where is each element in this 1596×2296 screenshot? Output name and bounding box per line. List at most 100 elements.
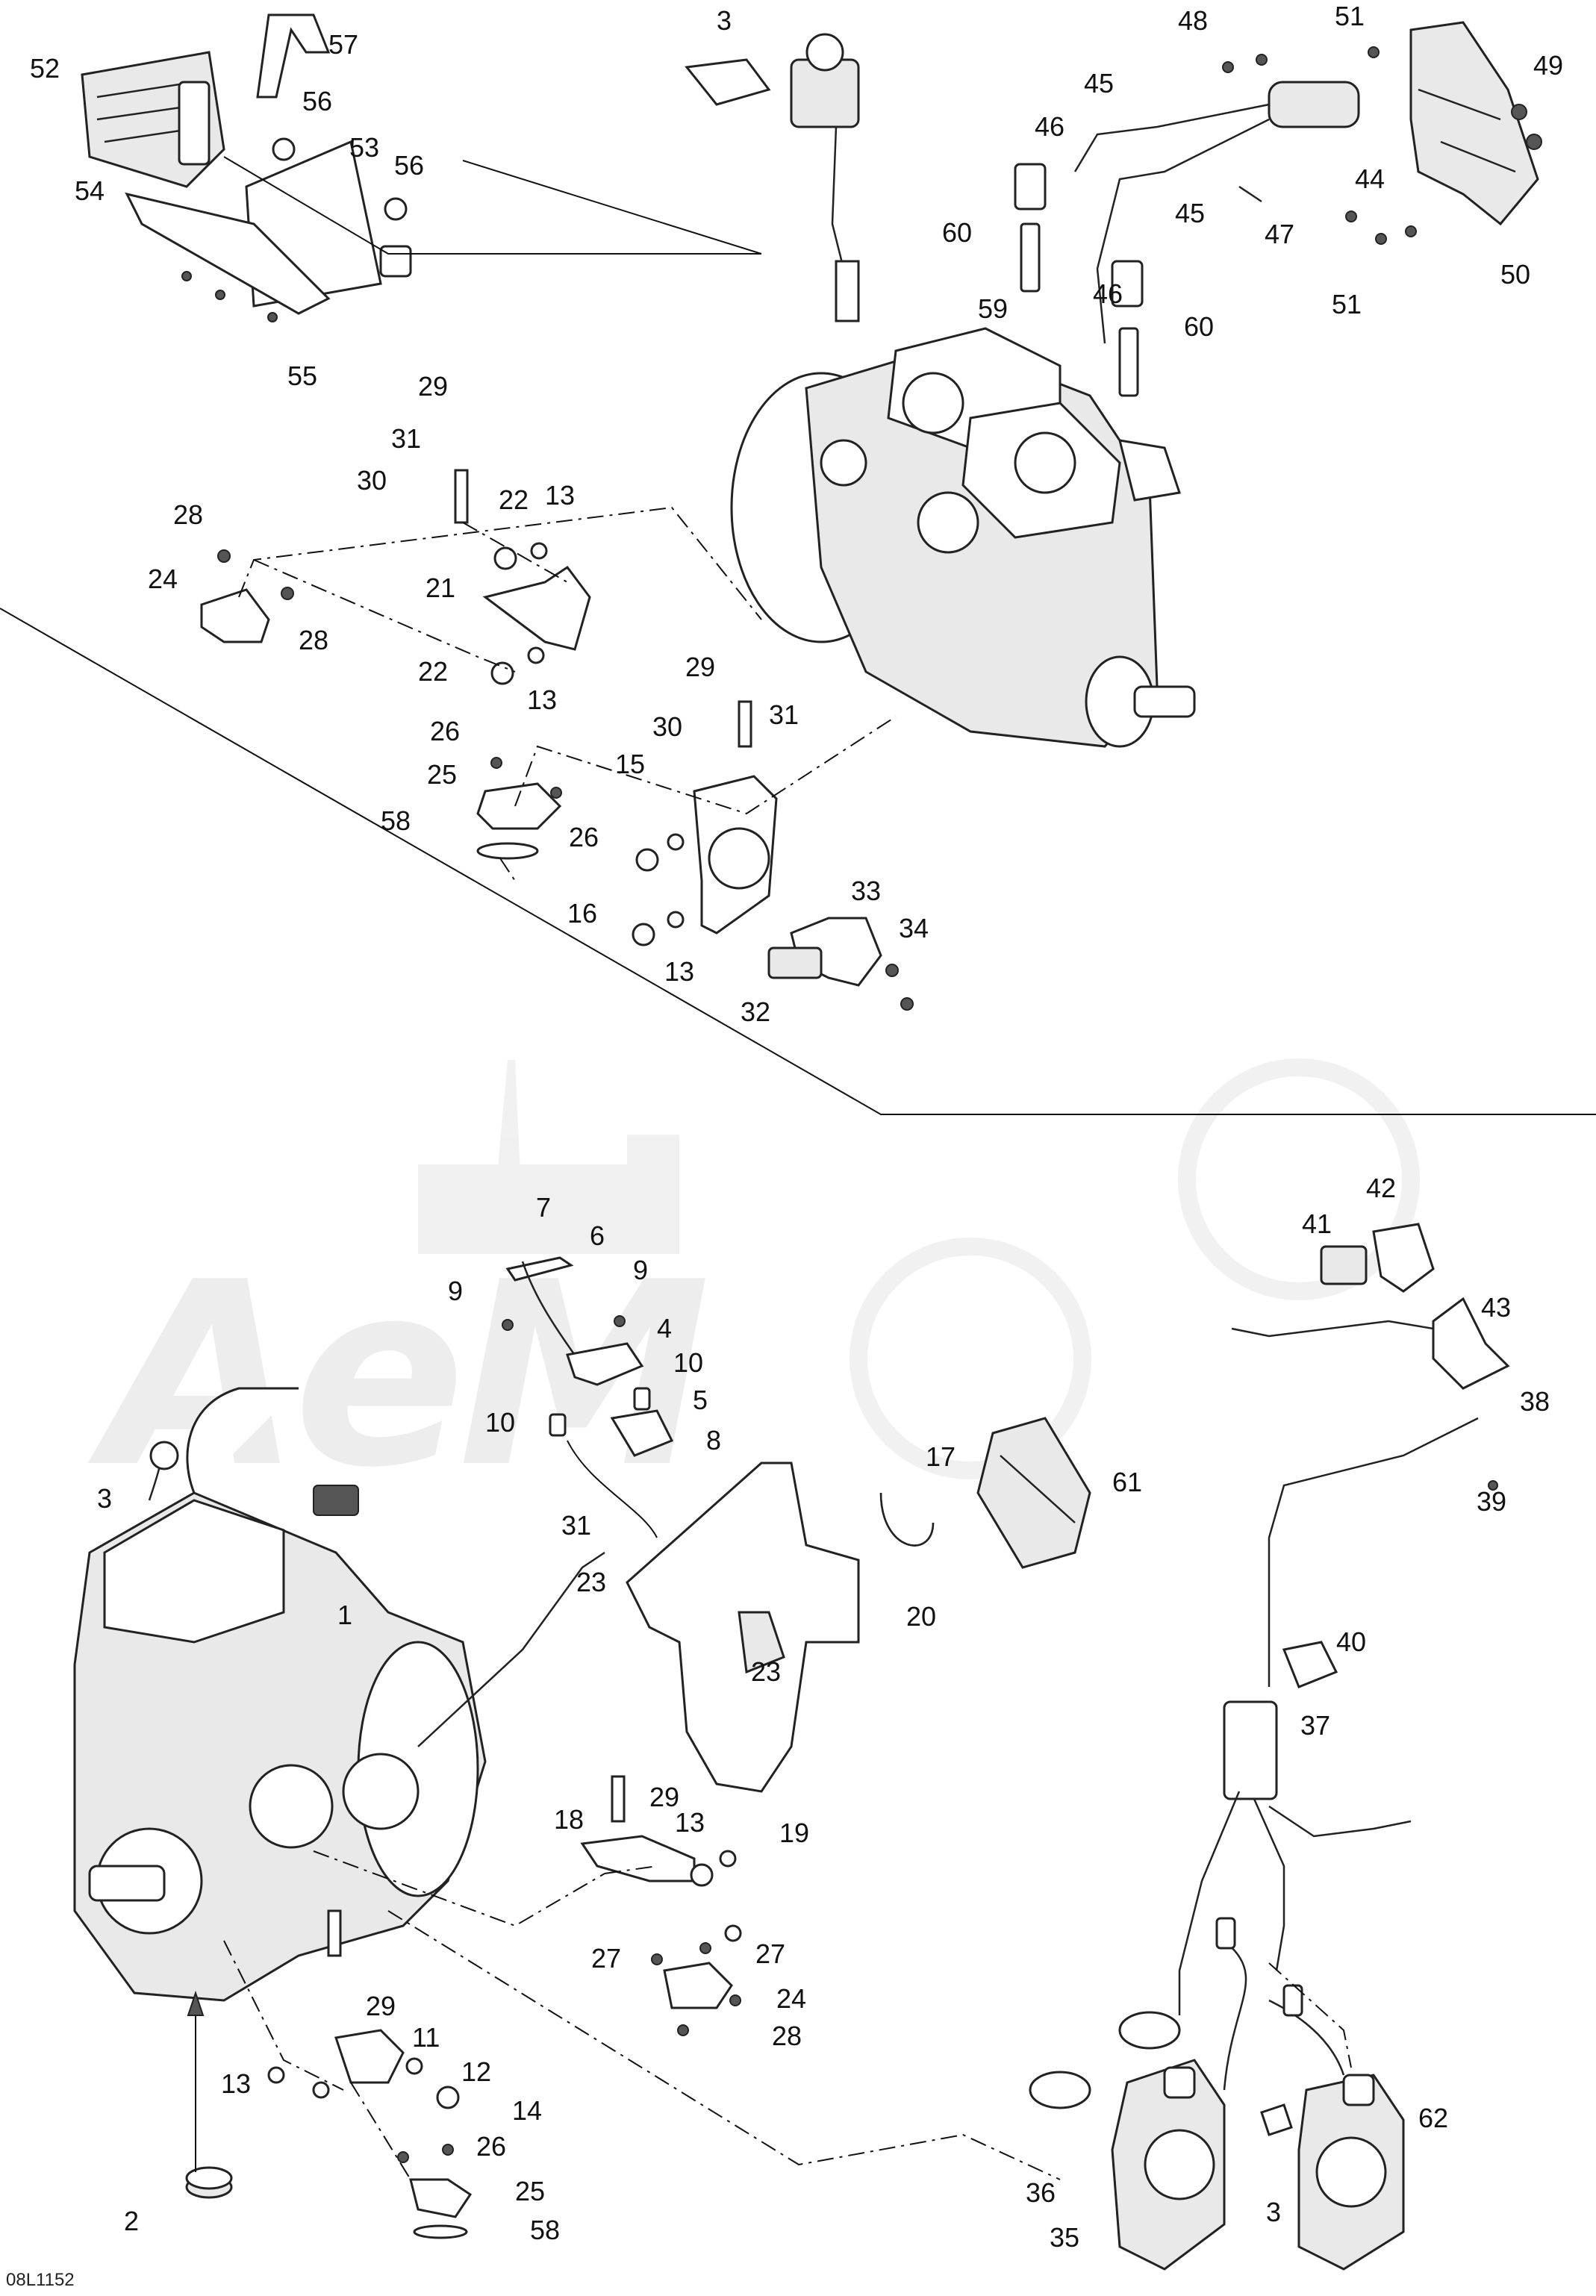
callout-23: 23 [576,1567,606,1597]
callout-45: 45 [1175,198,1205,228]
alignment-line [514,716,897,815]
callout-39: 39 [1477,1486,1506,1517]
callout-59: 59 [978,293,1008,324]
callout-30: 30 [357,465,387,496]
clips-41-43 [1231,1223,1510,1390]
callout-23: 23 [751,1656,781,1687]
engine-mount-top-left [200,469,591,685]
callout-57: 57 [328,29,358,60]
callout-61: 61 [1112,1467,1142,1497]
callout-40: 40 [1336,1626,1366,1657]
callout-13: 13 [545,480,575,511]
callout-62: 62 [1418,2103,1448,2133]
alignment-line [604,1865,658,1874]
callout-5: 5 [693,1385,708,1415]
support-33 [767,917,914,1011]
callout-34: 34 [899,913,929,943]
callout-32: 32 [741,996,770,1027]
callout-17: 17 [926,1441,956,1472]
callout-16: 16 [567,898,597,929]
resonator-61 [976,1417,1091,1569]
engine-mount-11 [267,1909,473,2239]
callout-2: 2 [124,2206,139,2236]
alignment-line [223,1940,344,2091]
alignment-line [387,1910,1061,2180]
arrowhead [187,1990,205,2016]
leader [223,156,761,255]
bracket-31 [626,1461,860,1793]
callout-24: 24 [148,564,178,594]
callout-24: 24 [776,1983,806,2014]
callout-30: 30 [652,711,682,742]
watermark: AeM [84,1058,1420,1523]
cable-to-bracket [417,1551,605,1747]
throttle-cable-harness [1178,1417,1498,2015]
alignment-line [253,559,516,673]
alignment-line [462,522,568,583]
callout-53: 53 [349,132,379,163]
callout-26: 26 [569,822,599,852]
callout-4: 4 [657,1313,672,1344]
section-divider [0,608,1596,1115]
callout-31: 31 [391,423,421,454]
callout-37: 37 [1300,1710,1330,1741]
callout-60: 60 [942,217,972,248]
callout-13: 13 [675,1807,705,1838]
gasket-3 [685,58,771,106]
callout-8: 8 [706,1425,721,1456]
alignment-line [238,506,762,620]
callout-49: 49 [1533,50,1563,81]
callout-28: 28 [772,2021,802,2051]
callout-28: 28 [173,499,203,530]
callout-42: 42 [1366,1173,1396,1203]
alignment-line [499,858,516,882]
callout-52: 52 [30,53,60,84]
callout-13: 13 [664,956,694,987]
callout-31: 31 [561,1510,591,1541]
ecm-module [81,51,225,188]
drawing-code: 08L1152 [6,2270,75,2290]
callout-41: 41 [1302,1208,1332,1239]
engine-top-view [730,327,1196,748]
callout-15: 15 [615,749,645,779]
callout-48: 48 [1178,5,1208,36]
callout-14: 14 [512,2095,542,2126]
callout-51: 51 [1335,1,1365,31]
callout-31: 31 [769,699,799,730]
callout-19: 19 [779,1818,809,1848]
callout-26: 26 [430,716,460,746]
callout-46: 46 [1093,278,1123,309]
bracket-50 [1345,21,1542,245]
callout-10: 10 [673,1347,703,1378]
callout-11: 11 [412,2022,440,2053]
alignment-line [1268,1962,1352,2068]
callout-43: 43 [1481,1292,1511,1323]
callout-44: 44 [1355,163,1385,194]
callout-45: 45 [1084,68,1114,99]
callout-55: 55 [287,361,317,391]
alignment-line [313,1850,605,1927]
callout-46: 46 [1035,111,1064,142]
knock-sensor [790,33,860,322]
plug-2 [185,2166,233,2199]
callout-3: 3 [717,5,732,36]
callout-35: 35 [1050,2222,1079,2253]
alignment-line [350,2082,411,2180]
callout-22: 22 [499,484,529,515]
callout-58: 58 [530,2215,560,2245]
callout-12: 12 [461,2056,491,2087]
arrow-sensor [567,1440,658,1538]
callout-58: 58 [381,805,411,836]
engine-mount-18 [580,1775,742,2036]
callout-36: 36 [1026,2177,1056,2208]
callout-13: 13 [221,2068,251,2099]
callout-56: 56 [394,150,424,181]
callout-20: 20 [906,1601,936,1632]
sensor-group [502,1256,674,1457]
callout-27: 27 [755,1938,785,1969]
carburetors [1029,1917,1405,2271]
callout-13: 13 [527,684,557,715]
callout-47: 47 [1265,219,1294,249]
